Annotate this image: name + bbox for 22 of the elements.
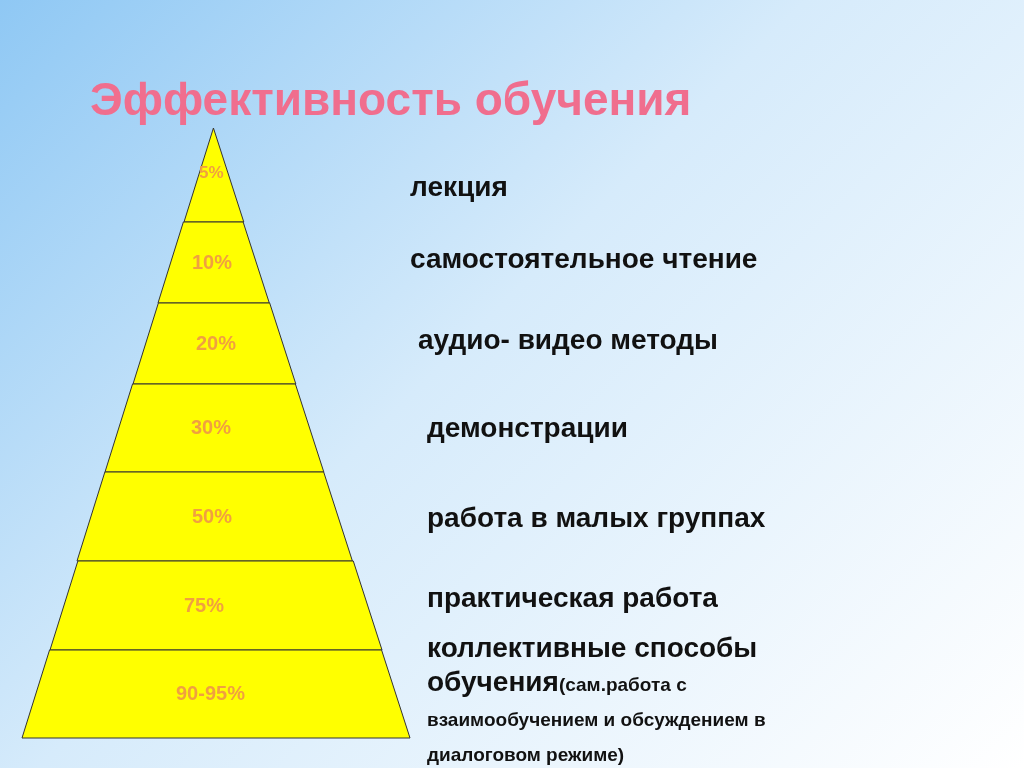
method-label: лекция — [410, 170, 509, 204]
pyramid-layer — [22, 650, 410, 738]
pyramid-layer — [132, 303, 296, 384]
method-label: практическая работа — [427, 581, 719, 615]
percent-label: 20% — [196, 331, 236, 355]
percent-label: 75% — [184, 593, 224, 617]
title: Эффективность обучения — [90, 72, 692, 126]
method-label: самостоятельное чтение — [410, 242, 759, 276]
percent-label: 10% — [192, 250, 232, 274]
pyramid-layer — [158, 222, 270, 303]
method-label: работа в малых группах — [427, 501, 767, 535]
percent-label: 5% — [199, 163, 224, 183]
pyramid-layer — [77, 472, 353, 561]
pyramid-layer — [49, 561, 382, 650]
method-label: аудио- видео методы — [418, 323, 719, 357]
pyramid-layer — [183, 128, 244, 222]
pyramid-layer — [105, 384, 325, 472]
percent-label: 50% — [192, 504, 232, 528]
percent-label: 30% — [191, 416, 231, 439]
percent-label: 90-95% — [176, 682, 245, 705]
method-label: демонстрации — [427, 411, 629, 445]
method-label: коллективные способы обучения(сам.работа с взаимообучением и обсуждением в диалоговом режиме) — [427, 631, 767, 767]
